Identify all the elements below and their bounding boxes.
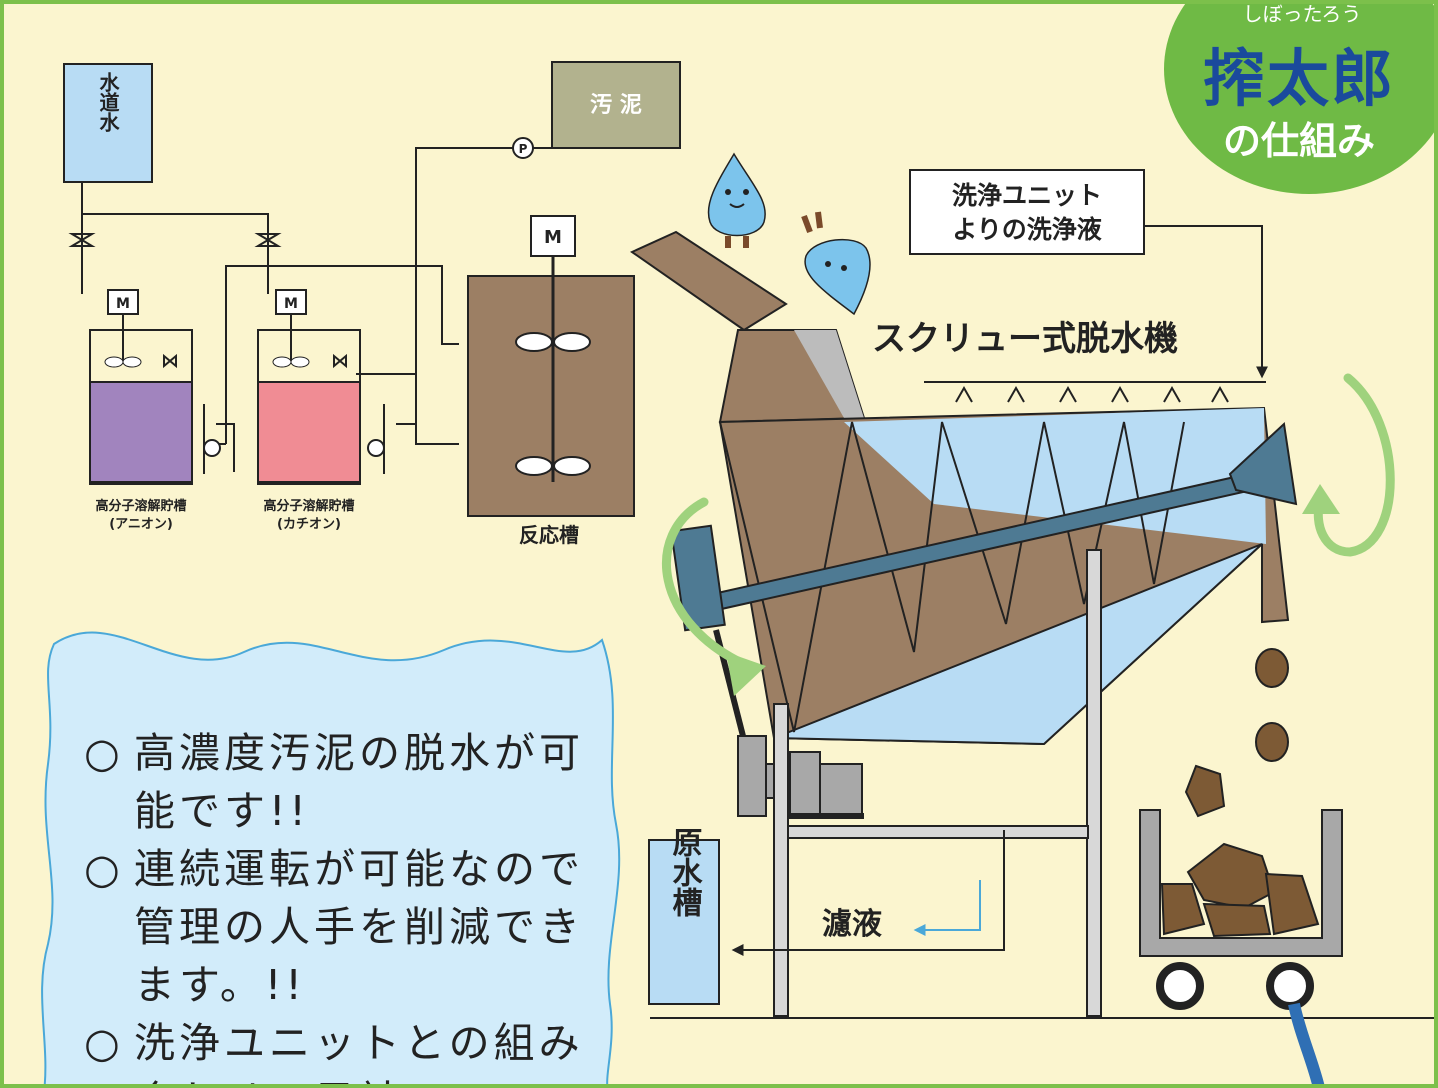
badge-subtitle: の仕組み [1222, 119, 1375, 163]
feature-text: 連続運転が可能なので管理の人手を削減できます。!! [134, 845, 584, 1009]
sludge-chute [629, 230, 788, 332]
motor-cation-icon [275, 289, 307, 315]
tank-anion-label-2: (アニオン) [109, 517, 173, 532]
svg-text:M: M [544, 227, 562, 248]
sludge-label: 汚 泥 [590, 93, 642, 118]
tank-cation-label-1: 高分子溶解貯槽 [263, 498, 354, 514]
wash-liquid-source: 洗浄ユニット よりの洗浄液 [909, 169, 1268, 379]
valve-icons [68, 233, 347, 369]
feature-text: 高濃度汚泥の脱水が可能です!! [134, 729, 584, 835]
feature-text: 洗浄ユニットとの組み合わせで目詰 [134, 1019, 584, 1084]
sludge-tank: 汚 泥 [551, 61, 681, 149]
wash-source-label-1: 洗浄ユニット [952, 181, 1102, 210]
svg-text:M: M [116, 296, 130, 312]
pump-cation-icon [367, 439, 385, 457]
anion-tank: M 高分子溶解貯槽 (アニオン) [89, 289, 235, 532]
rotation-arrows [661, 373, 1395, 671]
tank-anion-label-1: 高分子溶解貯槽 [95, 498, 186, 514]
rotation-arrow-head-left [726, 652, 766, 696]
drain-hose [1288, 1002, 1325, 1084]
svg-text:M: M [284, 296, 298, 312]
cation-tank: M 高分子溶解貯槽 (カチオン) [257, 289, 417, 532]
sludge-cart [1139, 809, 1343, 1010]
filtrate-pipe [731, 830, 1005, 956]
filtrate-arrow [913, 880, 981, 936]
screw-dehydrator [670, 329, 1298, 746]
feature-list: ○高濃度汚泥の脱水が可能です!! ○連続運転が可能なので管理の人手を削減できます… [84, 724, 604, 1084]
tap-water-label: 水道水 [96, 72, 120, 133]
tank-cation-label-2: (カチオン) [277, 517, 341, 532]
wash-source-label-2: よりの洗浄液 [952, 215, 1102, 244]
pump-label: P [519, 142, 528, 156]
feature-item: ○高濃度汚泥の脱水が可能です!! [84, 729, 584, 835]
water-drop-mascot-icon [707, 152, 766, 248]
spray-nozzles [924, 381, 1266, 403]
badge-title: 搾太郎 [1202, 42, 1395, 115]
reaction-tank-label: 反応槽 [519, 523, 579, 547]
pump-anion-icon [203, 439, 221, 457]
process-diagram: 水道水 汚 泥 P M 高分子溶解貯槽 (アニオン) [63, 61, 1434, 1084]
dewatered-cake [1184, 648, 1289, 818]
badge-ruby: しぼったろう [1242, 2, 1362, 26]
support-frame [773, 549, 1102, 1017]
raw-water-tank: 原水槽 [648, 827, 720, 1005]
feature-item: ○連続運転が可能なので管理の人手を削減できます。!! [84, 845, 584, 1009]
feature-item: ○洗浄ユニットとの組み合わせで目詰 [84, 1014, 604, 1084]
water-drop-mascot-icon-2 [801, 211, 871, 316]
filtrate-label: 濾液 [822, 907, 882, 942]
raw-water-tank-label: 原水槽 [667, 827, 703, 917]
pump-icon [512, 137, 534, 159]
screw-dehydrator-label: スクリュー式脱水機 [872, 319, 1178, 359]
rotation-arrow-head-right [1302, 484, 1340, 514]
drive-motor [737, 735, 864, 819]
piping [81, 147, 552, 445]
motor-reaction-icon [530, 215, 576, 257]
tap-water-tank: 水道水 [63, 63, 153, 183]
reaction-tank: M 反応槽 [467, 215, 635, 547]
